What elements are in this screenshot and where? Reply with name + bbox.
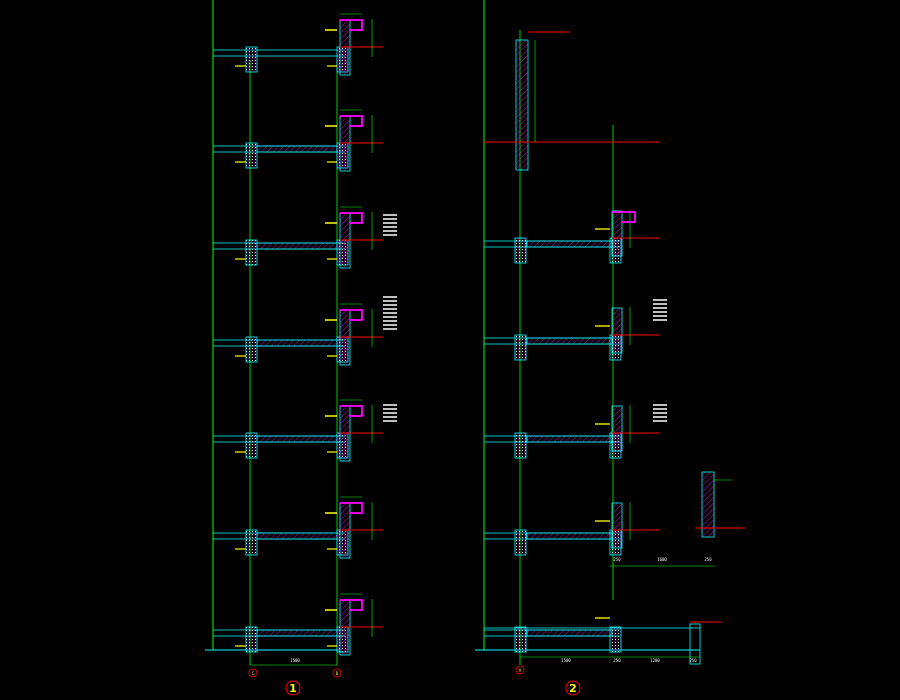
column-section — [245, 142, 258, 169]
parapet-wall — [611, 405, 623, 452]
section-1-bubble: 1 — [285, 680, 301, 696]
section-2-bottom-span-3: 1200 — [650, 658, 660, 663]
slab-hatch — [256, 242, 338, 250]
axis-bubble-icon — [332, 668, 342, 678]
parapet-wall — [611, 502, 623, 549]
section-2-number: 2 — [569, 682, 577, 695]
slab-hatch — [526, 337, 613, 345]
column-section — [245, 432, 258, 459]
slab-hatch — [256, 435, 338, 443]
slab-hatch — [526, 240, 613, 248]
column-section — [514, 237, 527, 264]
parapet-cap — [340, 212, 363, 224]
section-1-number: 1 — [289, 682, 297, 695]
column-section — [245, 239, 258, 266]
axis-bubble-icon — [248, 668, 258, 678]
parapet-cap — [612, 211, 636, 223]
axis-marker-c: C — [248, 668, 258, 678]
parapet-wall — [611, 307, 623, 354]
slab-hatch — [256, 532, 338, 540]
parapet-wall — [611, 210, 623, 257]
section-2-bottom-span-2: 250 — [613, 658, 621, 663]
column-section — [514, 626, 527, 653]
section-2-mid-span-1: 250 — [613, 557, 621, 562]
parapet-cap — [340, 309, 363, 321]
column-section — [245, 46, 258, 73]
section-2-bubble: 2 — [565, 680, 581, 696]
section-2-bottom-span-4: 250 — [689, 658, 697, 663]
section-bubble-icon — [565, 680, 581, 696]
section-1-bottom-span: 1500 — [290, 658, 300, 663]
axis-b-label: B — [336, 671, 339, 676]
slab-hatch — [256, 145, 338, 153]
slab-hatch — [526, 435, 613, 443]
parapet-cap — [340, 405, 363, 417]
section-2-mid-span-3: 250 — [704, 557, 712, 562]
column-section — [245, 336, 258, 363]
section-2-bottom-span-1: 1500 — [561, 658, 571, 663]
drawing-linework — [205, 0, 745, 666]
slab-hatch — [526, 532, 613, 540]
parapet-wall — [701, 471, 715, 538]
section-2-mid-span-2: 1600 — [657, 557, 667, 562]
slab-hatch — [526, 629, 613, 637]
axis-marker-b: B — [332, 668, 342, 678]
parapet-wall — [515, 39, 529, 171]
column-section — [245, 626, 258, 653]
axis-a-label: A — [519, 668, 522, 673]
column-section — [514, 334, 527, 361]
axis-c-label: C — [252, 671, 255, 676]
parapet-cap — [340, 19, 363, 31]
section-bubble-icon — [285, 680, 301, 696]
slab-hatch — [256, 339, 338, 347]
base-wall — [689, 623, 701, 665]
column-section — [514, 529, 527, 556]
parapet-cap — [340, 502, 363, 514]
slab-hatch — [256, 629, 338, 637]
parapet-cap — [340, 599, 363, 611]
parapet-cap — [340, 115, 363, 127]
column-section — [245, 529, 258, 556]
axis-marker-a: A — [515, 665, 525, 675]
axis-bubble-icon — [515, 665, 525, 675]
column-section — [609, 626, 622, 653]
column-section — [514, 432, 527, 459]
